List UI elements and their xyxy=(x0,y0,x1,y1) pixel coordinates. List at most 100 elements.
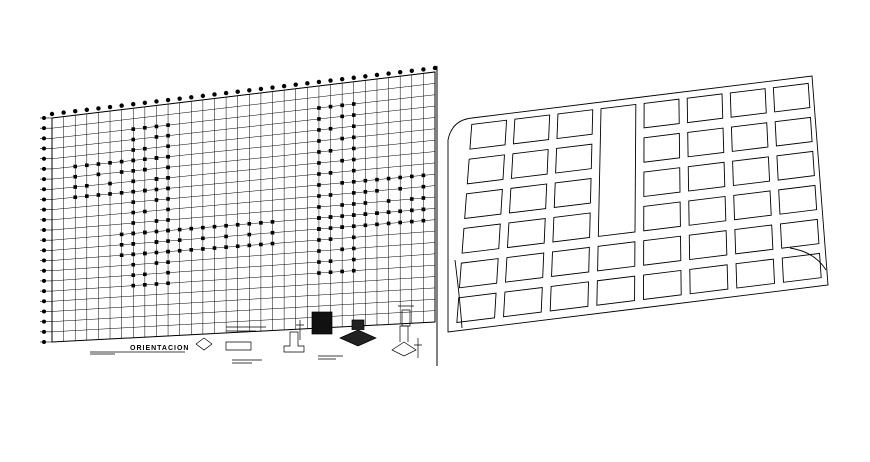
column-marker xyxy=(317,260,321,264)
column-marker xyxy=(131,127,136,131)
column-marker xyxy=(166,260,170,264)
column-marker xyxy=(143,251,147,256)
column-marker xyxy=(131,169,136,173)
column-marker xyxy=(108,192,112,196)
column-marker xyxy=(154,177,159,181)
column-marker xyxy=(131,262,136,267)
column-marker xyxy=(351,257,356,262)
city-block xyxy=(512,114,551,145)
site-boundary xyxy=(447,75,829,333)
city-block xyxy=(464,188,503,219)
city-block xyxy=(643,167,681,198)
column-marker xyxy=(317,227,321,231)
column-marker xyxy=(166,249,170,254)
city-block xyxy=(774,116,813,147)
city-block xyxy=(552,212,591,243)
column-marker xyxy=(317,117,321,121)
column-marker xyxy=(224,223,228,228)
column-marker xyxy=(317,238,321,242)
column-marker xyxy=(317,172,321,176)
axis-marker-top xyxy=(386,71,391,76)
city-block xyxy=(556,109,594,140)
column-marker xyxy=(235,244,240,249)
axis-marker-top xyxy=(61,110,66,115)
column-marker xyxy=(409,208,414,213)
detail-footing-2 xyxy=(391,325,417,357)
column-marker xyxy=(154,156,159,160)
grid-line-horizontal xyxy=(51,310,436,333)
city-block xyxy=(466,154,505,185)
column-marker xyxy=(224,234,228,239)
city-block xyxy=(734,224,774,255)
column-marker xyxy=(131,221,136,225)
column-marker xyxy=(317,271,321,275)
axis-marker-top xyxy=(258,86,264,92)
column-marker xyxy=(166,228,170,233)
axis-marker-top xyxy=(270,85,275,90)
column-marker xyxy=(317,128,321,132)
column-marker xyxy=(317,205,321,209)
column-marker xyxy=(340,247,344,252)
column-marker xyxy=(340,269,344,274)
column-marker xyxy=(119,191,124,195)
column-marker xyxy=(131,283,136,288)
column-marker xyxy=(351,224,356,229)
axis-marker-top xyxy=(212,92,217,97)
city-block xyxy=(596,275,636,306)
column-marker xyxy=(409,174,414,179)
column-marker xyxy=(351,179,356,184)
column-marker xyxy=(108,181,112,186)
column-marker xyxy=(131,273,136,277)
column-marker xyxy=(340,158,344,163)
column-marker xyxy=(85,184,89,188)
column-marker xyxy=(85,163,89,168)
column-marker xyxy=(154,240,159,244)
grid-line-horizontal xyxy=(51,117,436,159)
axis-marker-top xyxy=(154,99,159,104)
column-marker xyxy=(119,159,124,164)
column-marker xyxy=(340,225,344,229)
column-marker xyxy=(351,213,356,217)
column-marker xyxy=(131,137,136,142)
axis-marker-top xyxy=(165,97,171,103)
column-marker xyxy=(328,259,333,264)
column-marker xyxy=(247,243,252,248)
column-marker xyxy=(143,125,147,130)
column-marker xyxy=(166,218,170,222)
column-marker xyxy=(119,170,124,174)
column-marker xyxy=(340,181,344,185)
detail-symbol-2 xyxy=(225,326,266,351)
column-marker xyxy=(166,186,170,191)
column-marker xyxy=(143,283,147,287)
column-marker xyxy=(340,103,344,108)
column-marker xyxy=(85,194,89,198)
column-marker xyxy=(73,195,78,200)
column-cluster-blocks xyxy=(73,102,426,288)
column-marker xyxy=(328,126,333,131)
column-marker xyxy=(166,123,170,127)
column-marker xyxy=(224,245,228,249)
column-marker xyxy=(375,222,379,227)
axis-marker-top xyxy=(351,75,356,80)
column-marker xyxy=(386,199,391,203)
grid-line-horizontal xyxy=(51,287,436,312)
top-axis-markers xyxy=(49,65,438,117)
city-block-large xyxy=(597,103,637,237)
column-marker xyxy=(351,202,356,206)
column-marker xyxy=(166,207,170,212)
grid-line-horizontal xyxy=(51,139,436,180)
column-marker xyxy=(398,186,402,191)
column-marker xyxy=(131,231,136,236)
column-marker xyxy=(108,161,112,165)
city-block xyxy=(549,281,589,312)
column-marker xyxy=(317,150,321,154)
column-marker xyxy=(351,146,356,151)
city-block xyxy=(772,82,811,113)
axis-marker-top xyxy=(247,88,252,93)
city-block xyxy=(461,223,501,254)
column-marker xyxy=(166,197,170,201)
column-marker xyxy=(351,268,356,273)
column-marker xyxy=(363,190,368,194)
column-marker xyxy=(409,219,414,224)
